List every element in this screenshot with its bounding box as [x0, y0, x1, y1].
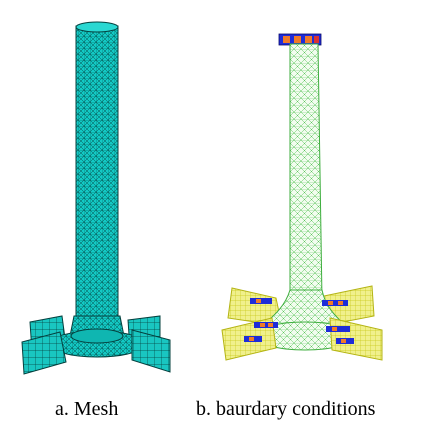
- bc-top-supports: [278, 33, 322, 46]
- bc-shaft: [289, 43, 323, 301]
- bc-markers: [244, 298, 354, 344]
- caption-boundary-conditions: b. baurdary conditions: [196, 398, 376, 420]
- bc-model: [221, 33, 383, 361]
- mesh-shaft-top: [75, 21, 119, 33]
- mesh-blade-front-right: [131, 329, 171, 373]
- mesh-shaft: [75, 25, 119, 327]
- caption-mesh: a. Mesh: [55, 398, 119, 420]
- mesh-model: [21, 21, 171, 375]
- mesh-blade-front-left: [21, 331, 67, 375]
- mesh-hub-ring: [70, 328, 124, 344]
